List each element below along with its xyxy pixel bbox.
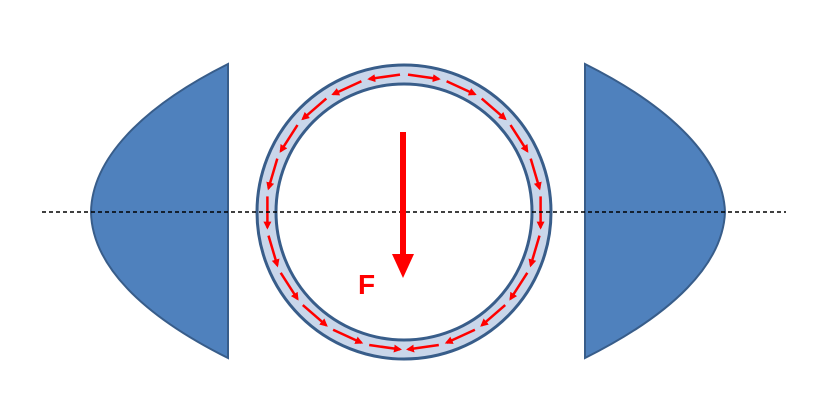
right-shear-flow-arrow: [407, 73, 441, 83]
right-shear-flow-arrow: [509, 272, 529, 301]
left-shear-flow-arrow: [279, 272, 299, 301]
right-shear-flow-arrow: [509, 124, 529, 153]
right-stress-distribution: [584, 62, 727, 360]
tube-outer-edge: [255, 63, 553, 361]
left-shear-flow-arrow: [367, 73, 401, 83]
left-shear-flow-arrow: [301, 304, 328, 327]
applied-force: F: [358, 132, 414, 300]
left-shear-flow-arrow: [332, 328, 364, 344]
left-shear-flow-arrow: [266, 158, 279, 191]
right-shear-flow-arrow: [444, 328, 476, 344]
force-label: F: [358, 269, 375, 300]
shear-flow-arrows: [263, 73, 545, 353]
right-shear-flow-arrow: [480, 97, 507, 121]
right-shear-flow-arrow: [406, 343, 439, 353]
force-arrow-head: [392, 254, 414, 278]
left-shear-flow-arrow: [301, 97, 328, 121]
left-stress-distribution: [89, 62, 229, 360]
right-shear-flow-arrow: [480, 304, 507, 327]
right-shear-flow-arrow: [528, 235, 541, 268]
right-shear-flow-arrow: [446, 80, 477, 96]
right-shear-flow-arrow: [529, 158, 542, 191]
left-shear-flow-arrow: [331, 80, 362, 96]
left-shear-flow-arrow: [267, 235, 280, 268]
left-shear-flow-arrow: [279, 124, 299, 153]
left-shear-flow-arrow: [369, 343, 402, 353]
